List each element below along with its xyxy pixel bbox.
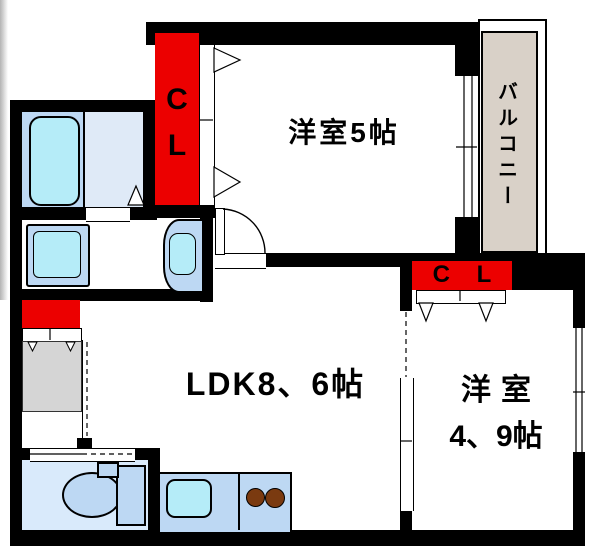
closet-right <box>412 261 512 290</box>
wall <box>10 100 22 545</box>
kitchen-counter-divider <box>238 472 240 530</box>
balcony-deck <box>481 31 538 253</box>
wall <box>512 267 585 290</box>
bath-door-opening <box>86 207 130 222</box>
wall <box>573 290 585 328</box>
wall <box>400 511 412 530</box>
room49-label-line1: 洋室 <box>461 374 541 407</box>
kitchen-sink-icon <box>166 479 212 518</box>
door-leaf <box>215 208 225 255</box>
closet-left-folding-door <box>199 45 215 205</box>
sliding-door-icon <box>82 340 93 438</box>
closet-right-label: C L <box>432 261 502 288</box>
toilet-controls <box>97 462 119 478</box>
wall <box>455 217 478 253</box>
stove-burner-icon <box>265 488 285 508</box>
room49-label-line2: 4、9帖 <box>449 420 543 453</box>
closet-left-label-l: L <box>167 129 187 162</box>
stove-burner-icon <box>246 488 265 507</box>
wall <box>157 205 215 218</box>
wall <box>10 530 585 546</box>
wall <box>400 253 412 311</box>
folding-door-triangle-icon <box>478 302 494 323</box>
wall <box>148 448 160 530</box>
bathtub-icon <box>29 116 80 206</box>
door-swing-icon <box>222 208 266 254</box>
balcony-label: バルコニー <box>494 80 517 211</box>
folding-door-triangle-icon <box>213 165 242 199</box>
washbasin-bowl <box>33 231 81 278</box>
wall <box>135 448 148 460</box>
wall <box>10 207 86 220</box>
sliding-door-icon <box>30 448 135 462</box>
folding-door-triangle-icon <box>418 302 434 323</box>
vanity-basin <box>169 233 196 275</box>
wall <box>10 289 213 301</box>
toilet-icon <box>62 472 122 518</box>
room5-label: 洋室5帖 <box>288 117 400 148</box>
wall <box>77 438 92 448</box>
closet-right-folding-door <box>416 290 506 304</box>
door-opening <box>215 253 266 269</box>
ldk-label: LDK8、6帖 <box>185 366 366 402</box>
window-icon <box>455 76 478 217</box>
toilet-tank <box>116 465 146 526</box>
page-shadow <box>0 0 8 300</box>
wall <box>455 45 478 76</box>
wall <box>573 452 585 530</box>
wall <box>22 448 30 460</box>
sliding-door-icon <box>400 378 414 511</box>
closet-left-label-c: C <box>166 83 188 116</box>
storage-shelf <box>22 300 80 328</box>
wall <box>130 207 157 220</box>
wall <box>10 100 146 112</box>
wall <box>146 22 478 45</box>
wall <box>143 100 157 218</box>
closet-left <box>155 33 199 205</box>
folding-door-triangle-icon <box>213 47 242 73</box>
washing-machine-pan-icon <box>22 341 82 412</box>
